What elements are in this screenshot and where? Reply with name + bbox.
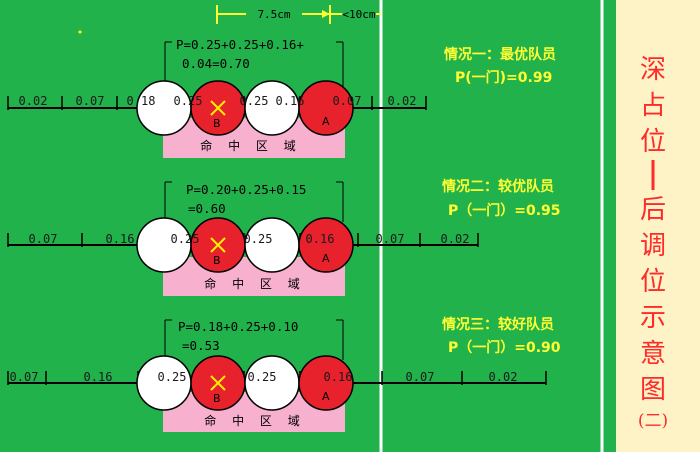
segment-label: 0.25 bbox=[171, 232, 200, 246]
cross-icon bbox=[210, 100, 226, 116]
side-char: 后 bbox=[640, 195, 666, 225]
side-title: 深 占 位 后 调 位 示 意 图 (二) bbox=[638, 55, 668, 431]
formula-line-2: 0.04=0.70 bbox=[182, 56, 250, 71]
side-char: 占 bbox=[640, 91, 666, 121]
ball-white bbox=[244, 80, 300, 136]
segment-label: 0.16 bbox=[84, 370, 113, 384]
segment-label: 0.02 bbox=[19, 94, 48, 108]
side-panel bbox=[616, 0, 700, 452]
side-char: 位 bbox=[640, 267, 666, 297]
dimension-left-label: 7.5cm bbox=[257, 8, 290, 21]
case-3: P=0.18+0.25+0.10 =0.53 0.07 0.16 0.25 0.… bbox=[7, 316, 561, 432]
formula-line-2: =0.60 bbox=[188, 201, 226, 216]
dimension-marker: 7.5cm <10cm bbox=[216, 5, 381, 24]
side-char: 位 bbox=[640, 127, 666, 157]
formula-line-1: P=0.18+0.25+0.10 bbox=[178, 319, 298, 334]
segment-label: 0.07 bbox=[10, 370, 39, 384]
zone-label: 命 中 区 域 bbox=[204, 413, 305, 428]
formula-line-1: P=0.25+0.25+0.16+ bbox=[176, 37, 304, 52]
zone-label: 命 中 区 域 bbox=[200, 138, 301, 153]
segment-label: 0.16 bbox=[306, 232, 335, 246]
side-suffix: (二) bbox=[638, 411, 668, 431]
ball-a-letter: A bbox=[322, 390, 330, 403]
side-char: 深 bbox=[640, 55, 666, 85]
ball-b-letter: B bbox=[213, 117, 221, 130]
segment-label: 0.16 bbox=[324, 370, 353, 384]
formula-line-2: =0.53 bbox=[182, 338, 220, 353]
case-1: P=0.25+0.25+0.16+ 0.04=0.70 0.02 0.07 0.… bbox=[7, 37, 556, 158]
ball-a-letter: A bbox=[322, 115, 330, 128]
marker-dot bbox=[78, 30, 82, 34]
segment-label: 0.16 bbox=[106, 232, 135, 246]
case-result: P（一门）=0.90 bbox=[448, 339, 561, 356]
case-result: P(一门)=0.99 bbox=[455, 69, 552, 86]
case-2: P=0.20+0.25+0.15 =0.60 0.07 0.16 0.25 0.… bbox=[7, 178, 561, 296]
segment-label: 0.02 bbox=[489, 370, 518, 384]
cross-icon bbox=[210, 237, 226, 253]
segment-label: 0.07 bbox=[376, 232, 405, 246]
ball-b-letter: B bbox=[213, 392, 221, 405]
side-char: 意 bbox=[640, 339, 666, 369]
ball-a-letter: A bbox=[322, 252, 330, 265]
segment-label: 0.02 bbox=[388, 94, 417, 108]
formula-line-1: P=0.20+0.25+0.15 bbox=[186, 182, 306, 197]
segment-label: 0.02 bbox=[441, 232, 470, 246]
segment-label: 0.25 bbox=[244, 232, 273, 246]
cross-icon bbox=[210, 375, 226, 391]
ball-a bbox=[298, 217, 354, 273]
side-char: 示 bbox=[640, 303, 666, 333]
segment-label: 0.25 bbox=[158, 370, 187, 384]
segment-label: 0.07 bbox=[29, 232, 58, 246]
case-title: 情况三：较好队员 bbox=[442, 316, 554, 333]
ball-a bbox=[298, 80, 354, 136]
segment-label: 0.16 bbox=[276, 94, 305, 108]
case-result: P（一门）=0.95 bbox=[448, 202, 561, 219]
ball-white bbox=[136, 80, 192, 136]
zone-label: 命 中 区 域 bbox=[204, 276, 305, 291]
segment-label: 0.25 bbox=[248, 370, 277, 384]
side-char: 图 bbox=[640, 375, 666, 405]
case-title: 情况一：最优队员 bbox=[444, 46, 556, 63]
ball-b-letter: B bbox=[213, 254, 221, 267]
segment-label: 0.07 bbox=[406, 370, 435, 384]
segment-label: 0.07 bbox=[76, 94, 105, 108]
segment-label: 0.18 bbox=[127, 94, 156, 108]
segment-label: 0.25 bbox=[240, 94, 269, 108]
dimension-right-label: <10cm bbox=[342, 8, 375, 21]
case-title: 情况二：较优队员 bbox=[442, 178, 554, 195]
side-char: 调 bbox=[640, 231, 666, 261]
ball-a bbox=[298, 355, 354, 411]
segment-label: 0.25 bbox=[174, 94, 203, 108]
segment-label: 0.07 bbox=[333, 94, 362, 108]
